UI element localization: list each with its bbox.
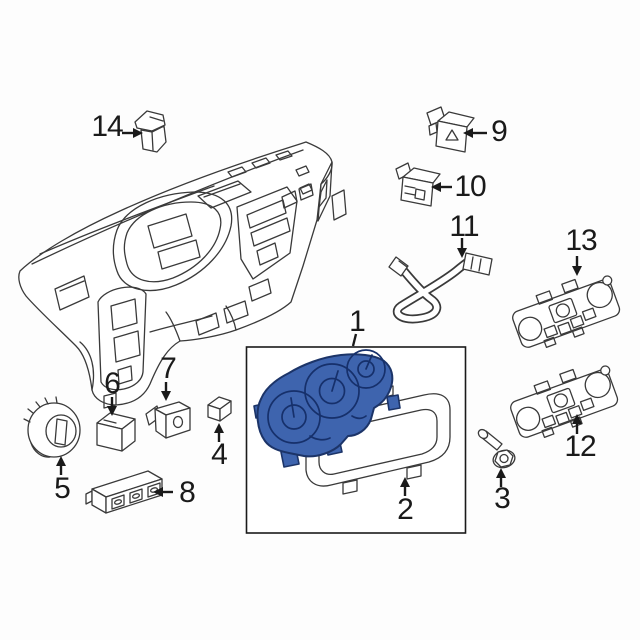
callout-1-leader-line [351,333,358,347]
part-14-corner-switch [134,110,167,153]
callout-3: 3 [494,482,511,515]
callout-13: 13 [565,224,597,257]
callout-11: 11 [449,210,479,243]
callout-12: 12 [564,430,596,463]
part-3-bolt [477,428,516,469]
part-13-climate-control [506,267,627,356]
part-8-switch-bank [85,470,163,514]
part-6-small-switch [96,412,136,452]
part-11-wiring-harness [388,252,493,324]
callout-14: 14 [91,110,123,143]
part-4-blank-switch-plug [207,396,232,422]
part-5-headlamp-switch-knob [23,396,81,458]
callout-5: 5 [54,472,71,505]
callout-8: 8 [179,476,196,509]
dashboard-drawing [18,141,347,409]
hazard-triangle-icon [445,129,459,141]
part-1-instrument-cluster [253,349,401,468]
part-9-hazard-switch [426,106,475,153]
part-10-square-face-switch [395,162,441,207]
callout-10: 10 [454,170,486,203]
callout-6: 6 [104,367,121,400]
callout-1: 1 [349,305,366,338]
callout-2: 2 [397,493,414,526]
callout-9: 9 [491,115,508,148]
callout-7: 7 [160,352,177,385]
callout-arrows [56,128,582,497]
callout-4: 4 [211,438,228,471]
part-7-round-hole-switch [145,401,191,439]
